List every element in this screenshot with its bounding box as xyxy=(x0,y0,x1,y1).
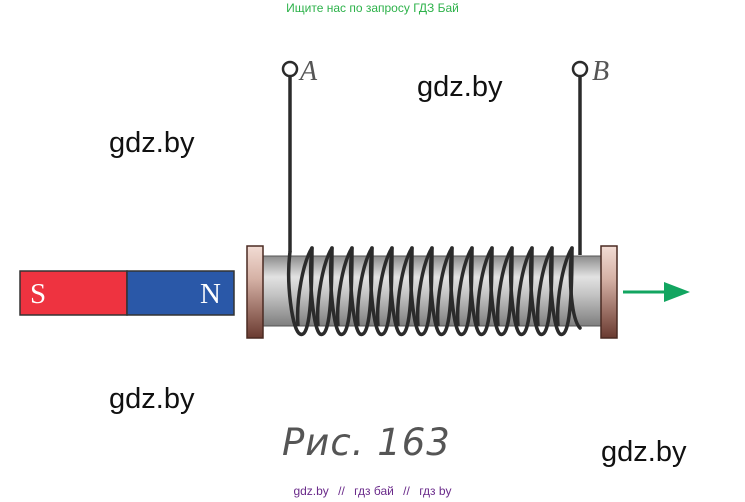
magnet-north-pole xyxy=(126,270,235,316)
bar-magnet: S N xyxy=(19,270,235,316)
watermark: gdz.by xyxy=(109,127,195,159)
watermark: gdz.by xyxy=(109,383,195,415)
top-banner-text[interactable]: Ищите нас по запросу ГДЗ Бай xyxy=(286,1,459,15)
terminal-b-label: B xyxy=(592,56,609,87)
terminal-b-circle xyxy=(571,60,589,78)
magnet-south-label: S xyxy=(30,278,46,310)
footer-separator: // xyxy=(338,484,345,498)
terminal-a-circle xyxy=(281,60,299,78)
motion-arrow xyxy=(623,282,690,302)
figure-caption: Рис. 163 xyxy=(282,421,451,464)
watermark: gdz.by xyxy=(417,71,503,103)
footer-links: gdz.by // гдз бай // гдз by xyxy=(0,484,745,498)
footer-link-gdz-by-cyr[interactable]: гдз by xyxy=(419,484,452,498)
footer-link-gdz-bai[interactable]: гдз бай xyxy=(354,484,394,498)
coil-end-cap-left xyxy=(246,245,264,339)
lead-wire-b xyxy=(571,60,589,255)
coil-end-cap-right xyxy=(600,245,618,339)
footer-separator: // xyxy=(403,484,410,498)
coil-winding xyxy=(286,246,582,337)
magnet-north-label: N xyxy=(200,278,221,310)
terminal-a-label: A xyxy=(298,56,318,87)
lead-wire-a xyxy=(281,60,299,252)
coil-back-turns xyxy=(295,247,574,327)
footer-link-gdz-by[interactable]: gdz.by xyxy=(293,484,329,498)
watermark: gdz.by xyxy=(601,436,687,468)
